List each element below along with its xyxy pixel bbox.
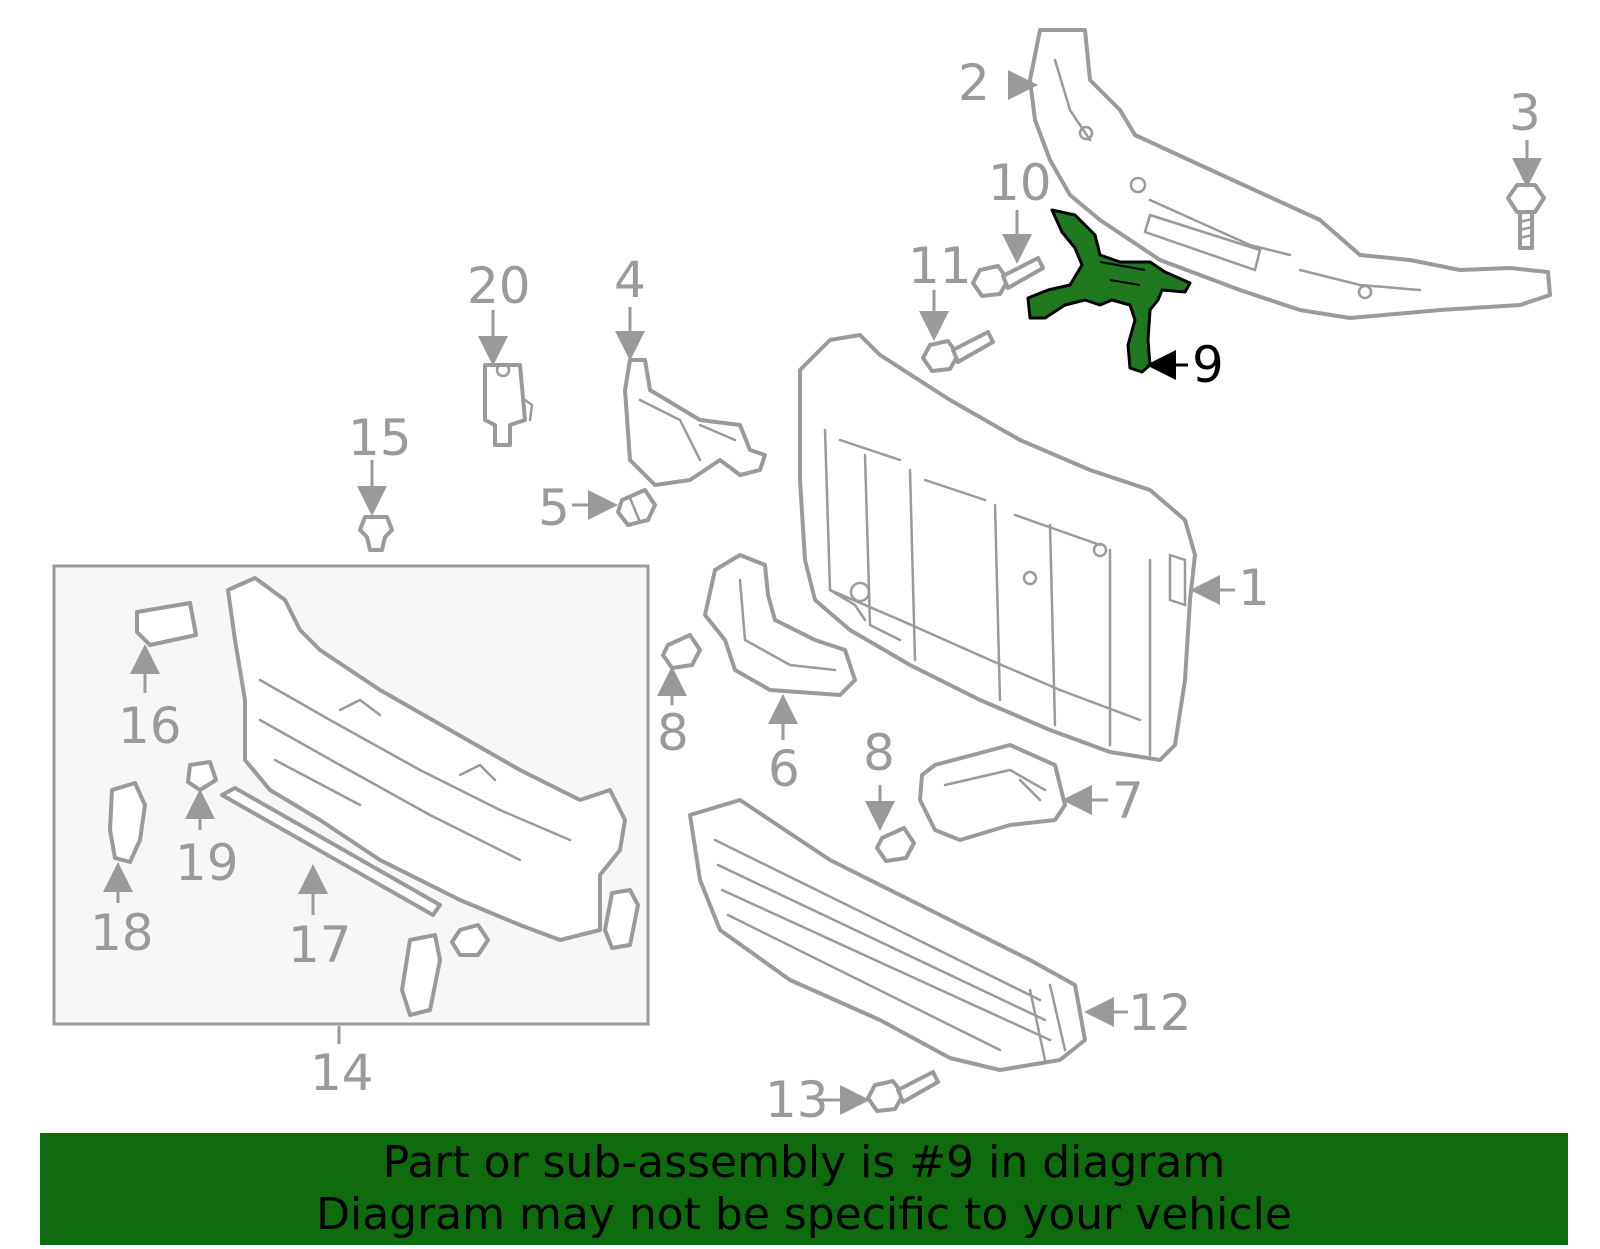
part-8-clip-upper[interactable]: [661, 633, 702, 670]
callout-3: 3: [1509, 84, 1541, 142]
callout-8-upper: 8: [657, 704, 689, 762]
callout-1: 1: [1238, 559, 1270, 617]
part-10-bolt[interactable]: [971, 256, 1045, 298]
part-14-bumper-reinforcement[interactable]: [226, 576, 627, 942]
callout-19: 19: [175, 834, 239, 892]
part-11-bolt[interactable]: [921, 330, 995, 373]
callout-8-lower: 8: [863, 724, 895, 782]
callout-4: 4: [614, 251, 646, 309]
part-18-bracket[interactable]: [108, 781, 147, 864]
part-5-clip[interactable]: [616, 488, 657, 527]
part-7-air-guide[interactable]: [918, 743, 1067, 842]
banner-line-2: Diagram may not be specific to your vehi…: [316, 1189, 1292, 1240]
part-15-clip[interactable]: [358, 515, 394, 552]
part-4-air-guide[interactable]: [623, 358, 767, 487]
part-9-bracket-highlighted[interactable]: [1026, 208, 1192, 374]
callout-10: 10: [988, 154, 1052, 212]
callout-13: 13: [765, 1071, 829, 1129]
callout-7: 7: [1112, 772, 1144, 830]
info-banner: Part or sub-assembly is #9 in diagram Di…: [40, 1133, 1568, 1245]
callout-9: 9: [1192, 336, 1224, 394]
callout-12: 12: [1128, 984, 1192, 1042]
part-6-air-guide[interactable]: [703, 553, 857, 697]
callout-2: 2: [958, 54, 990, 112]
part-14-side-bracket[interactable]: [603, 888, 640, 950]
callout-20: 20: [467, 257, 531, 315]
callout-6: 6: [768, 740, 800, 798]
part-20-sensor[interactable]: [483, 362, 534, 447]
callout-11: 11: [908, 237, 972, 295]
part-19-nut[interactable]: [186, 760, 218, 792]
part-2-upper-tie-bar[interactable]: [1028, 28, 1552, 320]
part-3-bolt[interactable]: [1506, 183, 1546, 250]
callout-14: 14: [310, 1044, 374, 1102]
part-12-grille-shutter[interactable]: [688, 798, 1087, 1072]
callout-17: 17: [288, 916, 352, 974]
part-17-strip[interactable]: [220, 786, 442, 917]
part-14-lower-bracket[interactable]: [400, 933, 442, 1017]
banner-line-1: Part or sub-assembly is #9 in diagram: [382, 1137, 1226, 1188]
part-8-clip-lower[interactable]: [875, 826, 916, 863]
part-13-bolt[interactable]: [866, 1070, 940, 1113]
callout-16: 16: [118, 697, 182, 755]
part-16-bracket[interactable]: [135, 601, 198, 647]
part-14-nut[interactable]: [450, 923, 490, 957]
leader-lines: [103, 70, 1542, 1115]
part-1-radiator-support[interactable]: [798, 333, 1197, 762]
callout-5: 5: [538, 479, 570, 537]
callout-15: 15: [348, 409, 412, 467]
callout-18: 18: [90, 904, 154, 962]
